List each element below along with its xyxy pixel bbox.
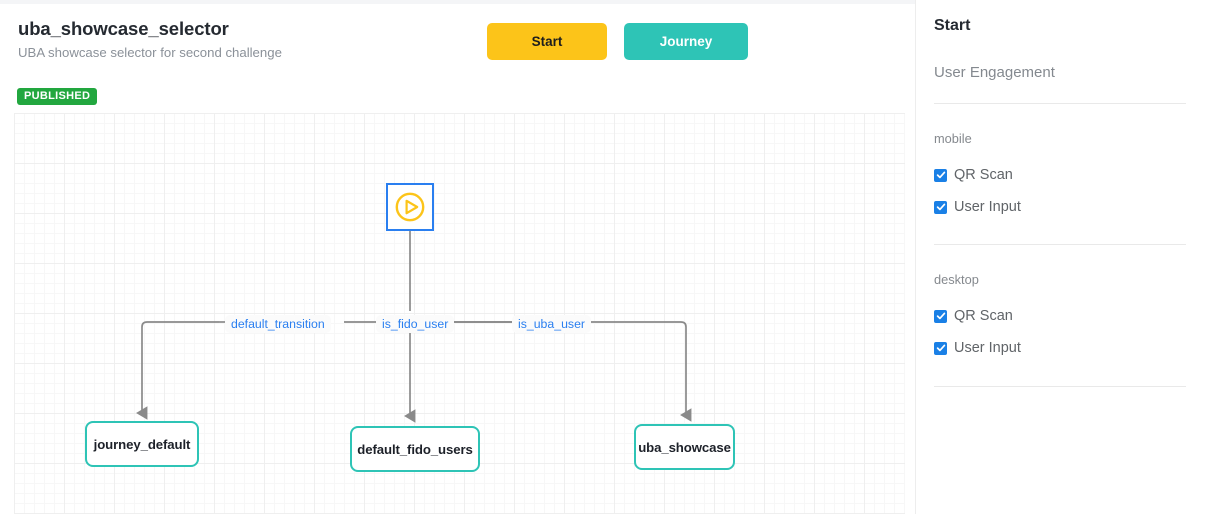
journey-button[interactable]: Journey bbox=[624, 23, 748, 60]
edge-label-default-transition[interactable]: default_transition bbox=[225, 315, 331, 334]
node-label: journey_default bbox=[93, 436, 191, 452]
page-header: uba_showcase_selector UBA showcase selec… bbox=[0, 0, 915, 112]
play-circle-icon bbox=[394, 191, 426, 223]
page-title: uba_showcase_selector bbox=[18, 18, 229, 39]
checkbox-row-mobile-qr-scan[interactable]: QR Scan bbox=[934, 167, 1013, 183]
checkbox-checked-icon[interactable] bbox=[934, 309, 947, 323]
header-button-group: Start Journey bbox=[487, 23, 748, 60]
node-journey-default[interactable]: journey_default bbox=[85, 421, 199, 467]
checkbox-label: User Input bbox=[954, 199, 1021, 215]
divider-top bbox=[934, 103, 1186, 104]
divider-middle bbox=[934, 244, 1186, 245]
checkbox-row-desktop-user-input[interactable]: User Input bbox=[934, 340, 1021, 356]
divider-bottom bbox=[934, 386, 1186, 387]
main-area: uba_showcase_selector UBA showcase selec… bbox=[0, 0, 915, 514]
edge-layer bbox=[136, 231, 692, 423]
page-subtitle: UBA showcase selector for second challen… bbox=[18, 45, 282, 60]
top-strip bbox=[0, 0, 1217, 4]
sidebar-subtitle: User Engagement bbox=[934, 64, 1055, 81]
sidebar-title: Start bbox=[934, 17, 971, 34]
status-badge: PUBLISHED bbox=[17, 88, 98, 105]
checkbox-label: User Input bbox=[954, 340, 1021, 356]
node-label: uba_showcase bbox=[638, 439, 731, 455]
edge-label-is-uba-user[interactable]: is_uba_user bbox=[512, 315, 591, 334]
node-label: default_fido_users bbox=[357, 441, 473, 457]
properties-sidebar: Start User Engagement mobile QR Scan Use… bbox=[915, 0, 1217, 514]
node-start[interactable] bbox=[386, 183, 434, 231]
node-default-fido-users[interactable]: default_fido_users bbox=[350, 426, 480, 472]
checkbox-row-desktop-qr-scan[interactable]: QR Scan bbox=[934, 308, 1013, 324]
checkbox-checked-icon[interactable] bbox=[934, 168, 947, 182]
checkbox-label: QR Scan bbox=[954, 308, 1013, 324]
edge-label-is-fido-user[interactable]: is_fido_user bbox=[376, 315, 455, 334]
flow-canvas[interactable]: journey_default default_fido_users uba_s… bbox=[14, 113, 905, 514]
checkbox-checked-icon[interactable] bbox=[934, 200, 947, 214]
checkbox-row-mobile-user-input[interactable]: User Input bbox=[934, 199, 1021, 215]
node-uba-showcase[interactable]: uba_showcase bbox=[634, 424, 735, 470]
checkbox-label: QR Scan bbox=[954, 167, 1013, 183]
group-label-mobile: mobile bbox=[934, 131, 972, 146]
start-button[interactable]: Start bbox=[487, 23, 607, 60]
group-label-desktop: desktop bbox=[934, 272, 979, 287]
checkbox-checked-icon[interactable] bbox=[934, 341, 947, 355]
